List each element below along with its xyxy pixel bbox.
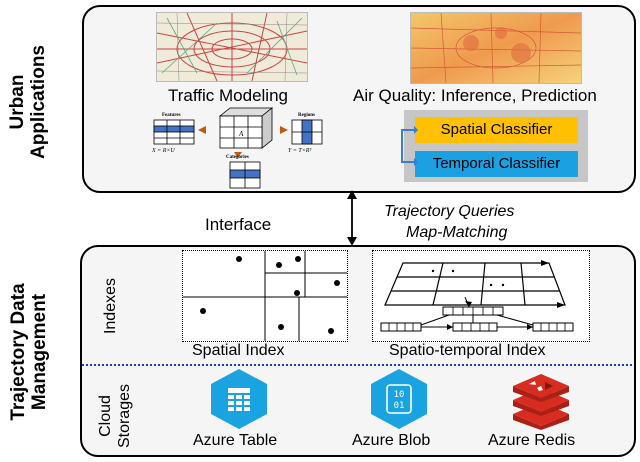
azure-blob-label: Azure Blob: [352, 432, 431, 449]
queries-label-line2: Map-Matching: [406, 224, 508, 241]
svg-text:10: 10: [394, 390, 405, 400]
spatio-temporal-index-box: [372, 250, 590, 342]
classifier-link-arrow: [401, 126, 418, 166]
svg-text:01: 01: [394, 401, 405, 411]
urban-label-line1: Urban: [7, 74, 28, 130]
features-label: Features: [162, 113, 181, 118]
storage-divider: [82, 364, 632, 366]
cloud-storages-label: Cloud Storages: [96, 370, 136, 462]
cloud-label-line1: Cloud: [97, 395, 114, 437]
air-quality-map-image: [410, 12, 582, 84]
tensor-diagram: Features X = R×U A Regions Y = T×Rᵀ Cate…: [151, 107, 323, 189]
cloud-label-line2: Storages: [116, 383, 133, 449]
interface-label: Interface: [205, 215, 272, 234]
azure-redis-icon: [513, 374, 569, 430]
svg-text:A: A: [238, 130, 244, 138]
tdm-label-line1: Trajectory Data: [8, 283, 29, 421]
queries-label-line1: Trajectory Queries: [384, 203, 515, 220]
features-matrix: [153, 119, 195, 145]
tdm-label-line2: Management: [29, 293, 50, 411]
traffic-map-image: [156, 12, 308, 82]
traffic-modeling-caption: Traffic Modeling: [168, 86, 288, 105]
urban-label-line2: Applications: [28, 45, 49, 160]
air-quality-caption: Air Quality: Inference, Prediction: [353, 86, 597, 105]
temporal-classifier-box: Temporal Classifier: [415, 151, 578, 177]
spatio-temporal-index-caption: Spatio-temporal Index: [389, 342, 546, 359]
urban-applications-label: Urban Applications: [7, 37, 51, 167]
eq1-label: X = R×U: [151, 148, 175, 154]
regions-label: Regions: [298, 113, 315, 118]
spatial-classifier-box: Spatial Classifier: [415, 117, 578, 143]
spatial-index-box: [182, 250, 348, 342]
categories-label: Categories: [226, 155, 249, 160]
indexes-label: Indexes: [102, 277, 119, 335]
azure-table-label: Azure Table: [193, 432, 278, 449]
azure-blob-icon: 10 01: [371, 369, 427, 429]
eq2-label: Y = T×Rᵀ: [288, 148, 312, 154]
azure-redis-label: Azure Redis: [488, 432, 576, 449]
tdm-label: Trajectory Data Management: [8, 272, 52, 432]
spatial-index-caption: Spatial Index: [192, 342, 285, 359]
interface-double-arrow: [347, 190, 357, 246]
